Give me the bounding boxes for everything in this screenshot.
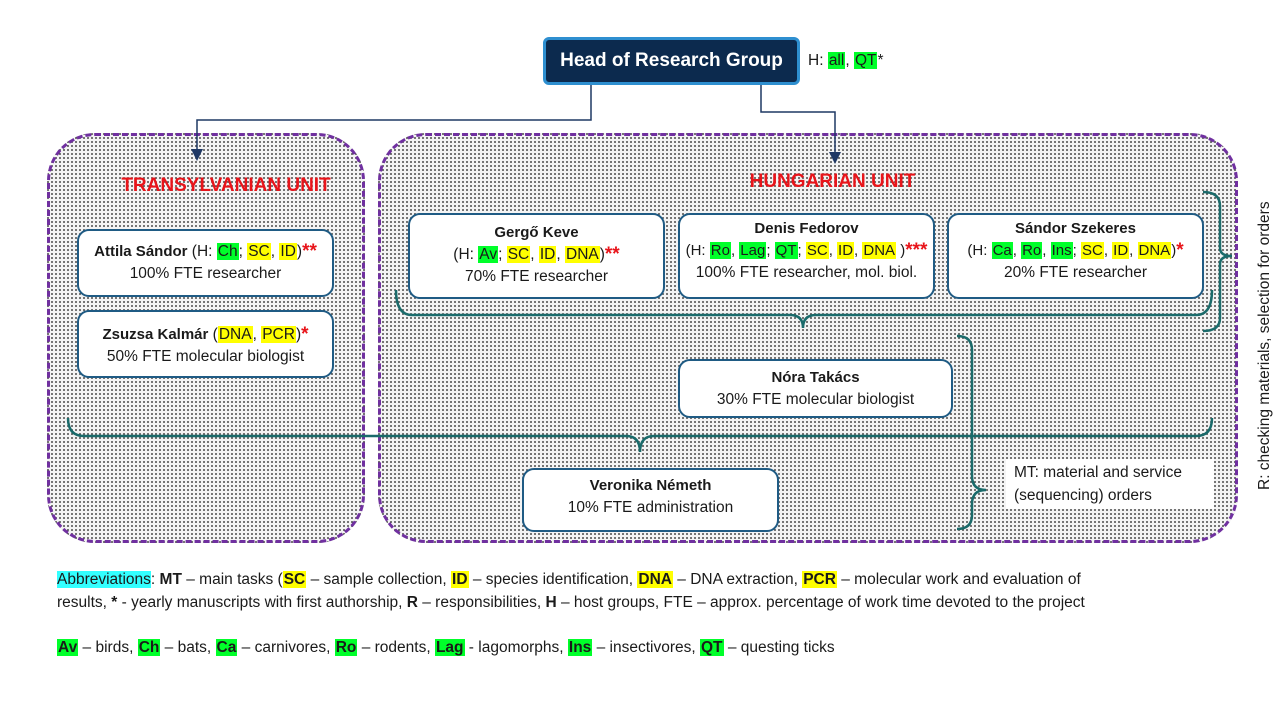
person-host-line: Zsuzsa Kalmár (DNA, PCR)*: [102, 324, 309, 345]
head-to-hungarian-arrow: [760, 85, 841, 164]
person-role: 20% FTE researcher: [1004, 264, 1147, 281]
authorship-stars: *: [301, 324, 309, 345]
head-host-label: H: all, QT*: [808, 52, 884, 69]
orders-bracket: [956, 334, 987, 531]
hungarian-unit-title: HUNGARIAN UNIT: [749, 171, 916, 192]
legend-line-1: Abbreviations: MT – main tasks (SC – sam…: [57, 571, 1081, 588]
person-box-sandor-szekeres: Sándor Szekeres (H: Ca, Ro, Ins; SC, ID,…: [947, 213, 1204, 299]
person-name: Nóra Takács: [771, 369, 860, 386]
person-box-nora-takacs: Nóra Takács 30% FTE molecular biologist: [678, 359, 953, 418]
person-box-gergo-keve: Gergő Keve (H: Av; SC, ID, DNA)** 70% FT…: [408, 213, 665, 299]
person-box-attila-sandor: Attila Sándor (H: Ch; SC, ID)** 100% FTE…: [77, 229, 334, 297]
person-host-line: (H: Ro, Lag; QT; SC, ID, DNA )***: [685, 240, 928, 261]
person-name: Veronika Németh: [589, 477, 712, 494]
head-title: Head of Research Group: [560, 50, 783, 71]
person-host-line: (H: Av; SC, ID, DNA)**: [453, 244, 620, 265]
person-box-zsuzsa-kalmar: Zsuzsa Kalmár (DNA, PCR)* 50% FTE molecu…: [77, 310, 334, 378]
person-box-denis-fedorov: Denis Fedorov (H: Ro, Lag; QT; SC, ID, D…: [678, 213, 935, 299]
person-role: 70% FTE researcher: [465, 268, 608, 285]
hungarian-researchers-bracket: [394, 289, 1214, 329]
responsibilities-side-note: R: checking materials, selection for ord…: [1256, 201, 1273, 490]
head-to-transylvanian-arrow: [191, 85, 592, 161]
authorship-stars: *: [1176, 240, 1184, 261]
host-groups-legend: Av – birds, Ch – bats, Ca – carnivores, …: [57, 639, 835, 656]
head-of-research-group-box: Head of Research Group: [543, 37, 800, 85]
person-role: 50% FTE molecular biologist: [106, 348, 305, 365]
authorship-stars: ***: [905, 240, 928, 261]
mt-note: MT: material and service (sequencing) or…: [1006, 459, 1214, 509]
all-staff-bracket: [66, 417, 1214, 453]
person-name: Denis Fedorov: [754, 220, 859, 237]
authorship-stars: **: [302, 241, 317, 262]
person-role: 10% FTE administration: [567, 499, 734, 516]
person-role: 100% FTE researcher, mol. biol.: [695, 264, 918, 281]
person-name: Sándor Szekeres: [1015, 220, 1136, 237]
authorship-stars: **: [604, 244, 620, 265]
person-box-veronika-nemeth: Veronika Németh 10% FTE administration: [522, 468, 779, 532]
person-role: 30% FTE molecular biologist: [716, 391, 915, 408]
person-host-line: Attila Sándor (H: Ch; SC, ID)**: [94, 241, 317, 262]
person-name: Gergő Keve: [494, 224, 579, 241]
person-host-line: (H: Ca, Ro, Ins; SC, ID, DNA)*: [967, 240, 1184, 261]
person-role: 100% FTE researcher: [129, 265, 282, 282]
legend-line-2: results, * - yearly manuscripts with fir…: [57, 594, 1085, 611]
abbreviations-legend: Abbreviations: MT – main tasks (SC – sam…: [57, 568, 1237, 614]
responsibilities-bracket: [1202, 190, 1233, 333]
transylvanian-unit-title: TRANSYLVANIAN UNIT: [121, 175, 331, 196]
